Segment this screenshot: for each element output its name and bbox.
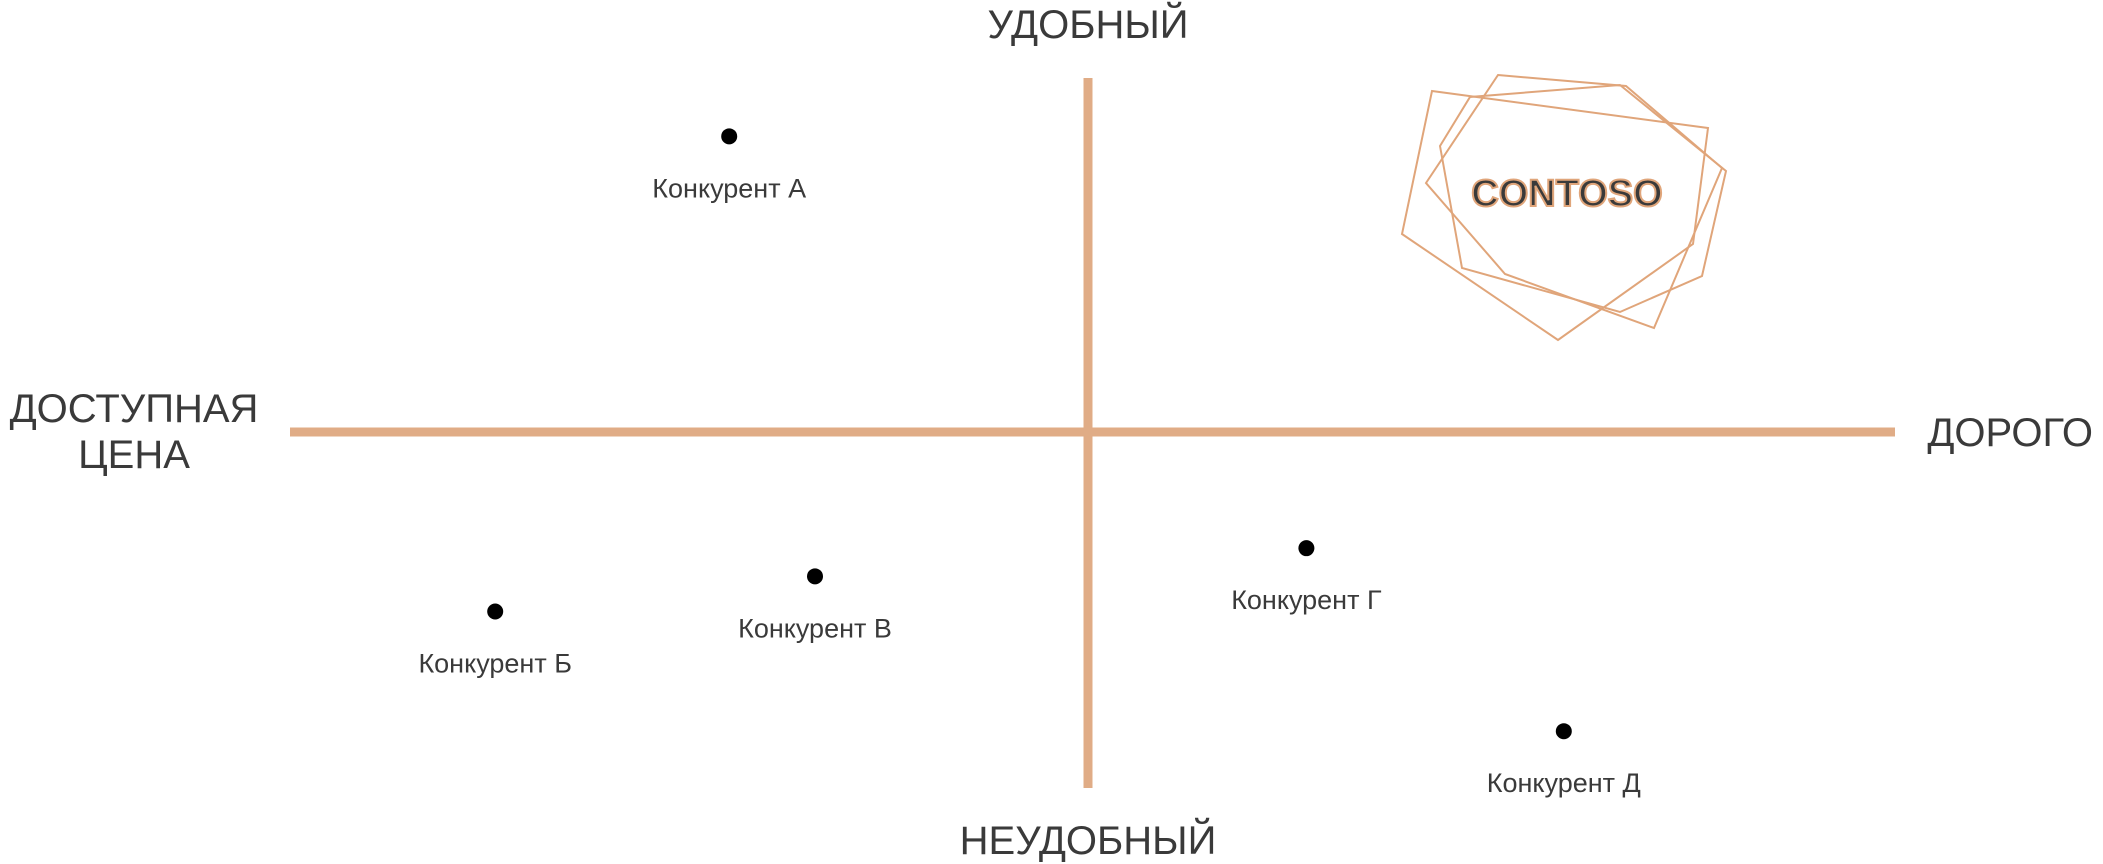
axis-label-top: УДОБНЫЙ: [987, 3, 1189, 47]
axis-label-left-line1: ДОСТУПНАЯ: [9, 387, 259, 431]
competitor-marker: [1298, 540, 1315, 557]
axis-label-left-line2: ЦЕНА: [78, 433, 190, 477]
logo-text: CONTOSO: [1471, 173, 1662, 215]
competitor-point: Конкурент А: [652, 128, 806, 203]
logo-frame-3: [1438, 83, 1728, 314]
logo-frame-1: [1400, 89, 1710, 342]
logo-frame-2: [1424, 73, 1724, 330]
axis-label-bottom: НЕУДОБНЫЙ: [959, 819, 1217, 863]
competitor-label: Конкурент В: [738, 613, 892, 643]
competitor-point: Конкурент Г: [1231, 540, 1382, 615]
competitor-marker: [1555, 723, 1572, 740]
competitor-point: Конкурент Д: [1487, 723, 1641, 798]
competitor-marker: [721, 128, 738, 145]
competitor-label: Конкурент Г: [1231, 585, 1382, 615]
competitor-point: Конкурент В: [738, 568, 892, 643]
contoso-logo: CONTOSO: [1400, 73, 1728, 342]
competitor-marker: [807, 568, 823, 585]
competitor-points: Конкурент А Конкурент Б Конкурент В Конкуре…: [418, 128, 1641, 798]
competitor-label: Конкурент Б: [418, 649, 572, 679]
axis-label-right: ДОРОГО: [1927, 411, 2093, 455]
competitor-label: Конкурент Д: [1487, 768, 1641, 798]
competitor-point: Конкурент Б: [418, 603, 572, 679]
axis-label-left: ДОСТУПНАЯ ЦЕНА: [0, 386, 268, 478]
competitor-label: Конкурент А: [652, 173, 806, 203]
competitor-marker: [487, 603, 504, 620]
